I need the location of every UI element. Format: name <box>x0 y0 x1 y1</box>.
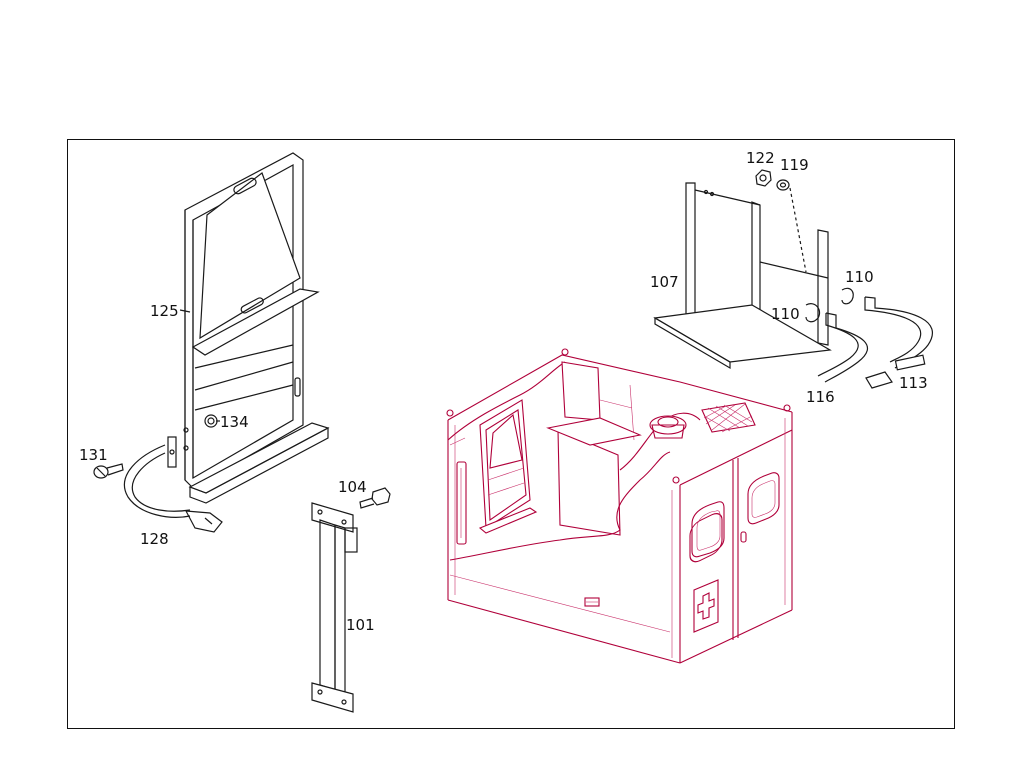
leader-lines <box>179 309 220 422</box>
part-131-screw <box>93 463 124 479</box>
part-119-washer <box>776 179 790 191</box>
callout-110-upper: 110 <box>845 268 874 286</box>
callout-134: 134 <box>220 413 249 431</box>
callout-125: 125 <box>150 302 179 320</box>
part-128-strap <box>123 436 223 533</box>
shelter-body <box>446 348 793 664</box>
callout-116: 116 <box>806 388 835 406</box>
part-107-shelf-frame <box>653 182 832 370</box>
drawing-frame <box>67 139 955 729</box>
callout-107: 107 <box>650 273 679 291</box>
part-110-clip-upper <box>841 287 854 305</box>
callout-104: 104 <box>338 478 367 496</box>
callout-113: 113 <box>899 374 928 392</box>
part-113-strap-buckle <box>864 296 934 389</box>
callout-101: 101 <box>346 616 375 634</box>
callout-122: 122 <box>746 149 775 167</box>
part-116-strap <box>817 312 869 383</box>
part-125-seat-frame <box>183 152 330 504</box>
part-101-bracket <box>311 502 358 713</box>
assembly-leader <box>789 187 807 273</box>
part-122-nut <box>755 169 772 187</box>
callout-labels: 122 119 107 110 110 113 116 125 134 131 … <box>79 149 928 634</box>
part-104-bolt <box>359 487 391 509</box>
callout-131: 131 <box>79 446 108 464</box>
callout-110-lower: 110 <box>771 305 800 323</box>
callout-128: 128 <box>140 530 169 548</box>
part-110-clip-lower <box>805 303 821 323</box>
callout-119: 119 <box>780 156 809 174</box>
